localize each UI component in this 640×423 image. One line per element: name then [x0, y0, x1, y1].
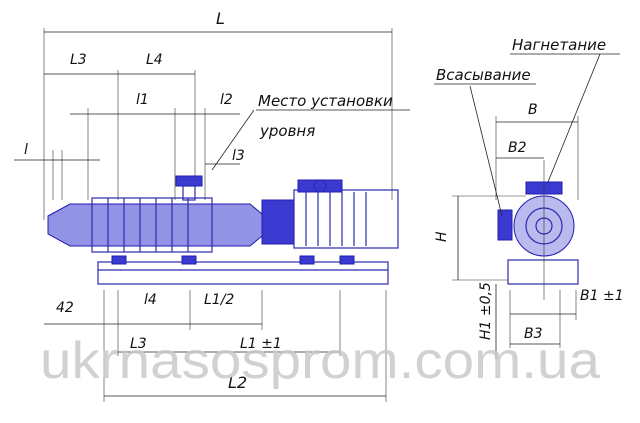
dim-label-L3: L3 — [70, 52, 87, 68]
watermark-text: ukrnasosprom.com.ua — [40, 332, 600, 390]
dim-label-L2: L2 — [228, 373, 247, 392]
dim-label-B3: B3 — [524, 326, 543, 342]
dim-label-l2: l2 — [220, 92, 233, 108]
dim-label-L1-half: L1/2 — [204, 292, 234, 308]
dim-label-l4: l4 — [144, 292, 157, 308]
note-suction: Всасывание — [436, 66, 531, 84]
dim-label-42: 42 — [56, 300, 74, 316]
dim-label-B: B — [528, 102, 538, 118]
pump-side-view — [47, 175, 399, 285]
dim-label-l1: l1 — [136, 92, 149, 108]
dim-label-H: H — [434, 231, 450, 242]
pump-front-view — [452, 116, 579, 360]
note-discharge: Нагнетание — [512, 36, 606, 54]
dim-label-H1: H1 ±0,5 — [478, 282, 494, 340]
note-level-location-line2: уровня — [259, 122, 315, 140]
dim-label-l: l — [24, 142, 28, 158]
dim-label-L3-bottom: L3 — [130, 336, 147, 352]
dim-label-l3: l3 — [232, 148, 245, 164]
dimension-lines — [14, 28, 393, 402]
note-level-location: Место установки — [258, 92, 393, 110]
dim-label-B1: B1 ±1 — [580, 288, 624, 304]
dim-label-L: L — [216, 9, 225, 28]
dim-label-B2: B2 — [508, 140, 527, 156]
annotations: Место установки уровня Нагнетание Всасыв… — [258, 36, 606, 140]
leader-lines — [211, 53, 620, 217]
dimension-labels: L L3 L4 l1 l2 l3 l 42 l4 L1/2 L3 L1 ±1 L… — [24, 9, 624, 392]
dim-label-L4: L4 — [146, 52, 163, 68]
dim-label-L1-tol: L1 ±1 — [240, 336, 282, 352]
